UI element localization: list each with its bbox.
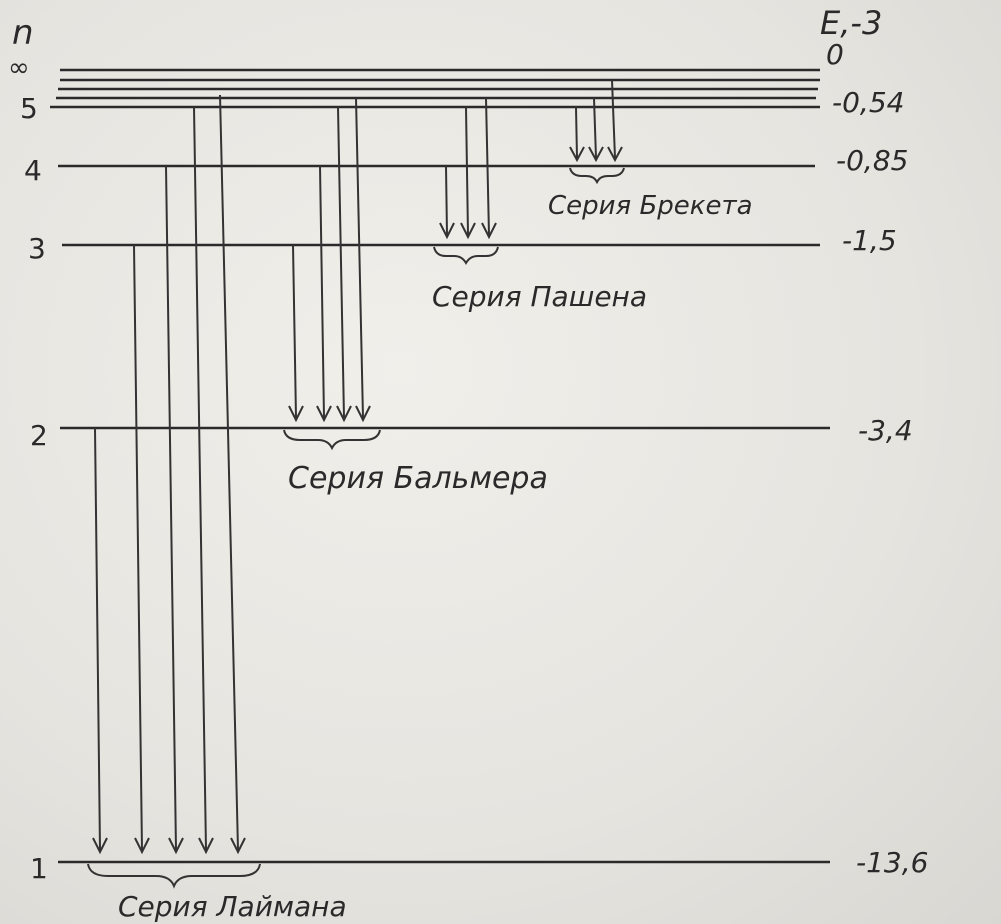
arrow-head: [439, 222, 455, 240]
arrow-lyman-inf-1: [219, 94, 239, 851]
arrow-paschen-5-3: [465, 106, 469, 236]
arrow-head: [607, 146, 623, 163]
arrow-brackett-inf-4: [611, 79, 616, 159]
balmer-arrows: [288, 97, 371, 423]
level-n-2: 2: [30, 419, 48, 452]
arrow-head: [230, 837, 246, 855]
arrow-brackett-6-4: [593, 97, 597, 159]
arrow-balmer-3-2: [292, 244, 297, 419]
arrow-balmer-5-2: [337, 106, 345, 419]
brace-brackett: [569, 167, 625, 185]
level-energy-3: -1,5: [842, 224, 897, 257]
arrow-head: [134, 837, 150, 855]
level-energy-inf: 0: [826, 38, 844, 71]
arrow-head: [198, 837, 214, 855]
arrow-lyman-5-1: [193, 106, 207, 851]
level-energy-2: -3,4: [858, 414, 913, 447]
arrow-head: [168, 837, 184, 855]
arrow-head: [481, 222, 497, 240]
arrow-balmer-4-2: [319, 165, 325, 419]
level-energy-4: -0,85: [836, 144, 908, 177]
arrow-lyman-2-1: [94, 427, 101, 851]
level-n-inf: ∞: [8, 53, 30, 83]
series-name-paschen: Серия Пашена: [432, 280, 647, 313]
level-n-4: 4: [24, 154, 42, 187]
arrow-paschen-4-3: [445, 165, 448, 236]
series-name-lyman: Серия Лаймана: [118, 890, 347, 923]
level-n-1: 1: [30, 852, 48, 885]
arrow-head: [569, 146, 585, 163]
n-axis-label: n: [12, 13, 34, 53]
series-name-balmer: Серия Бальмера: [288, 461, 548, 496]
level-n-5: 5: [20, 92, 38, 125]
arrow-head: [460, 222, 476, 240]
arrow-brackett-5-4: [575, 106, 578, 159]
arrow-lyman-3-1: [133, 244, 143, 851]
level-energy-5: -0,54: [832, 86, 904, 119]
paschen-arrows: [439, 97, 497, 240]
series-name-brackett: Серия Брекета: [548, 191, 753, 221]
arrow-head: [355, 405, 371, 423]
level-n-3: 3: [28, 232, 46, 265]
lyman-arrows: [92, 94, 246, 855]
arrow-head: [92, 837, 108, 855]
brackett-arrows: [569, 79, 623, 163]
arrow-lyman-4-1: [165, 165, 177, 851]
arrow-head: [336, 405, 352, 423]
brace-lyman: [87, 863, 261, 889]
arrow-balmer-inf-2: [355, 97, 364, 419]
level-energy-1: -13,6: [856, 846, 928, 879]
brace-paschen: [433, 246, 499, 266]
arrow-head: [588, 146, 604, 163]
arrow-head: [316, 405, 332, 423]
energy-axis-label: E,-3: [820, 4, 882, 42]
arrow-head: [288, 405, 304, 423]
brace-balmer: [283, 429, 381, 451]
arrow-paschen-inf-3: [485, 97, 490, 236]
